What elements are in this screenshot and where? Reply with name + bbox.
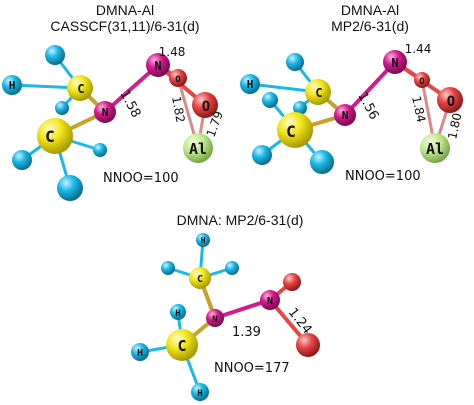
carbon-atom: [189, 267, 211, 289]
nitrogen-atom: [94, 101, 116, 123]
aluminum-atom: [420, 133, 450, 163]
panel2-title: DMNA-Al MP2/6-31(d): [270, 2, 470, 34]
oxygen-label: O: [419, 77, 425, 87]
carbon-atom: [67, 75, 93, 101]
bond-length-n-o1: 1.48: [159, 45, 186, 59]
bond-length-n-n: 1.58: [116, 88, 143, 121]
hydrogen-atom: [131, 343, 149, 361]
hydrogen-label: H: [197, 389, 202, 399]
aluminum-atom: [183, 133, 213, 163]
carbon-label: C: [77, 82, 84, 96]
hydrogen-atom: [57, 175, 83, 201]
panel1-title-line1: DMNA-Al: [95, 2, 155, 18]
hydrogen-atom: [93, 143, 107, 157]
nitrogen-atom: [206, 309, 224, 327]
hydrogen-atom: [262, 92, 278, 108]
nitrogen-label: N: [102, 106, 109, 119]
carbon-label: C: [286, 122, 296, 141]
carbon-label: C: [177, 337, 186, 355]
panel2-title-line2: MP2/6-31(d): [331, 18, 409, 34]
hydrogen-atom: [225, 261, 239, 275]
nitrogen-label: N: [154, 59, 161, 73]
carbon-atom: [277, 112, 313, 148]
hydrogen-atom: [55, 101, 69, 115]
carbon-atom: [37, 118, 73, 154]
bond-length-n-n: 1.39: [232, 325, 261, 340]
panel2-molecule: H C C N N O O Al 1.44 1.56 1.84 1.80 NNO…: [240, 42, 464, 184]
aluminum-label: Al: [426, 140, 444, 158]
aluminum-label: Al: [189, 140, 207, 158]
oxygen-atom: [283, 273, 301, 291]
hydrogen-atom: [286, 53, 304, 71]
bond-length-n-o2: 1.82: [169, 95, 187, 124]
hydrogen-atom: [191, 383, 209, 401]
carbon-label: C: [45, 127, 55, 146]
dihedral-label: NNOO=177: [214, 361, 290, 376]
oxygen-label: O: [202, 99, 210, 115]
panel2-title-line1: DMNA-Al: [340, 2, 400, 18]
panel1-molecule: H C C N N O O Al 1.48 1.58 1.82 1.79 NNO…: [2, 45, 226, 201]
dihedral-label: NNOO=100: [103, 171, 179, 186]
hydrogen-atom: [310, 150, 334, 174]
nitrogen-atom: [383, 50, 407, 74]
nitrogen-label: N: [391, 56, 398, 70]
oxygen-atom: [437, 87, 463, 113]
oxygen-atom: [414, 72, 430, 88]
panel1-title: DMNA-Al CASSCF(31,11)/6-31(d): [10, 2, 240, 34]
nitrogen-atom: [334, 104, 356, 126]
hydrogen-atom: [161, 261, 175, 275]
oxygen-label: O: [175, 75, 181, 85]
carbon-atom: [166, 329, 198, 361]
nitrogen-atom: [146, 53, 170, 77]
nitrogen-atom: [260, 290, 280, 310]
oxygen-atom: [169, 69, 187, 87]
hydrogen-label: H: [247, 78, 254, 91]
bond-n-n: [343, 60, 397, 117]
panel1-title-line2: CASSCF(31,11)/6-31(d): [50, 18, 200, 34]
oxygen-label: O: [447, 94, 455, 110]
carbon-label: C: [197, 274, 203, 285]
bond-length-o-al: 1.80: [445, 112, 464, 141]
panel3-title: DMNA: MP2/6-31(d): [150, 212, 330, 228]
hydrogen-atom: [196, 233, 210, 247]
nitrogen-label: N: [212, 315, 217, 325]
hydrogen-label: H: [9, 79, 16, 92]
panel3-title-line1: DMNA: MP2/6-31(d): [176, 212, 304, 228]
hydrogen-atom: [2, 75, 22, 95]
bond-length-n-o1: 1.44: [405, 42, 432, 56]
panel3-molecule: H C H H C H N N 1.39 1.24 NNOO=177: [131, 233, 320, 401]
oxygen-atom: [296, 333, 320, 357]
hydrogen-label: H: [201, 236, 206, 245]
hydrogen-atom: [240, 74, 260, 94]
hydrogen-label: H: [175, 309, 180, 319]
hydrogen-atom: [12, 150, 32, 170]
oxygen-atom: [192, 92, 218, 118]
nitrogen-label: N: [267, 296, 273, 307]
hydrogen-atom: [45, 45, 65, 65]
carbon-atom: [305, 79, 331, 105]
dihedral-label: NNOO=100: [345, 169, 421, 184]
nitrogen-label: N: [342, 109, 349, 122]
hydrogen-atom: [170, 304, 186, 320]
carbon-label: C: [315, 86, 322, 100]
bond-length-n-n: 1.56: [354, 90, 381, 123]
hydrogen-atom: [293, 101, 307, 115]
bond-length-n-o2: 1.84: [409, 95, 428, 124]
hydrogen-atom: [252, 145, 272, 165]
hydrogen-label: H: [137, 348, 143, 359]
